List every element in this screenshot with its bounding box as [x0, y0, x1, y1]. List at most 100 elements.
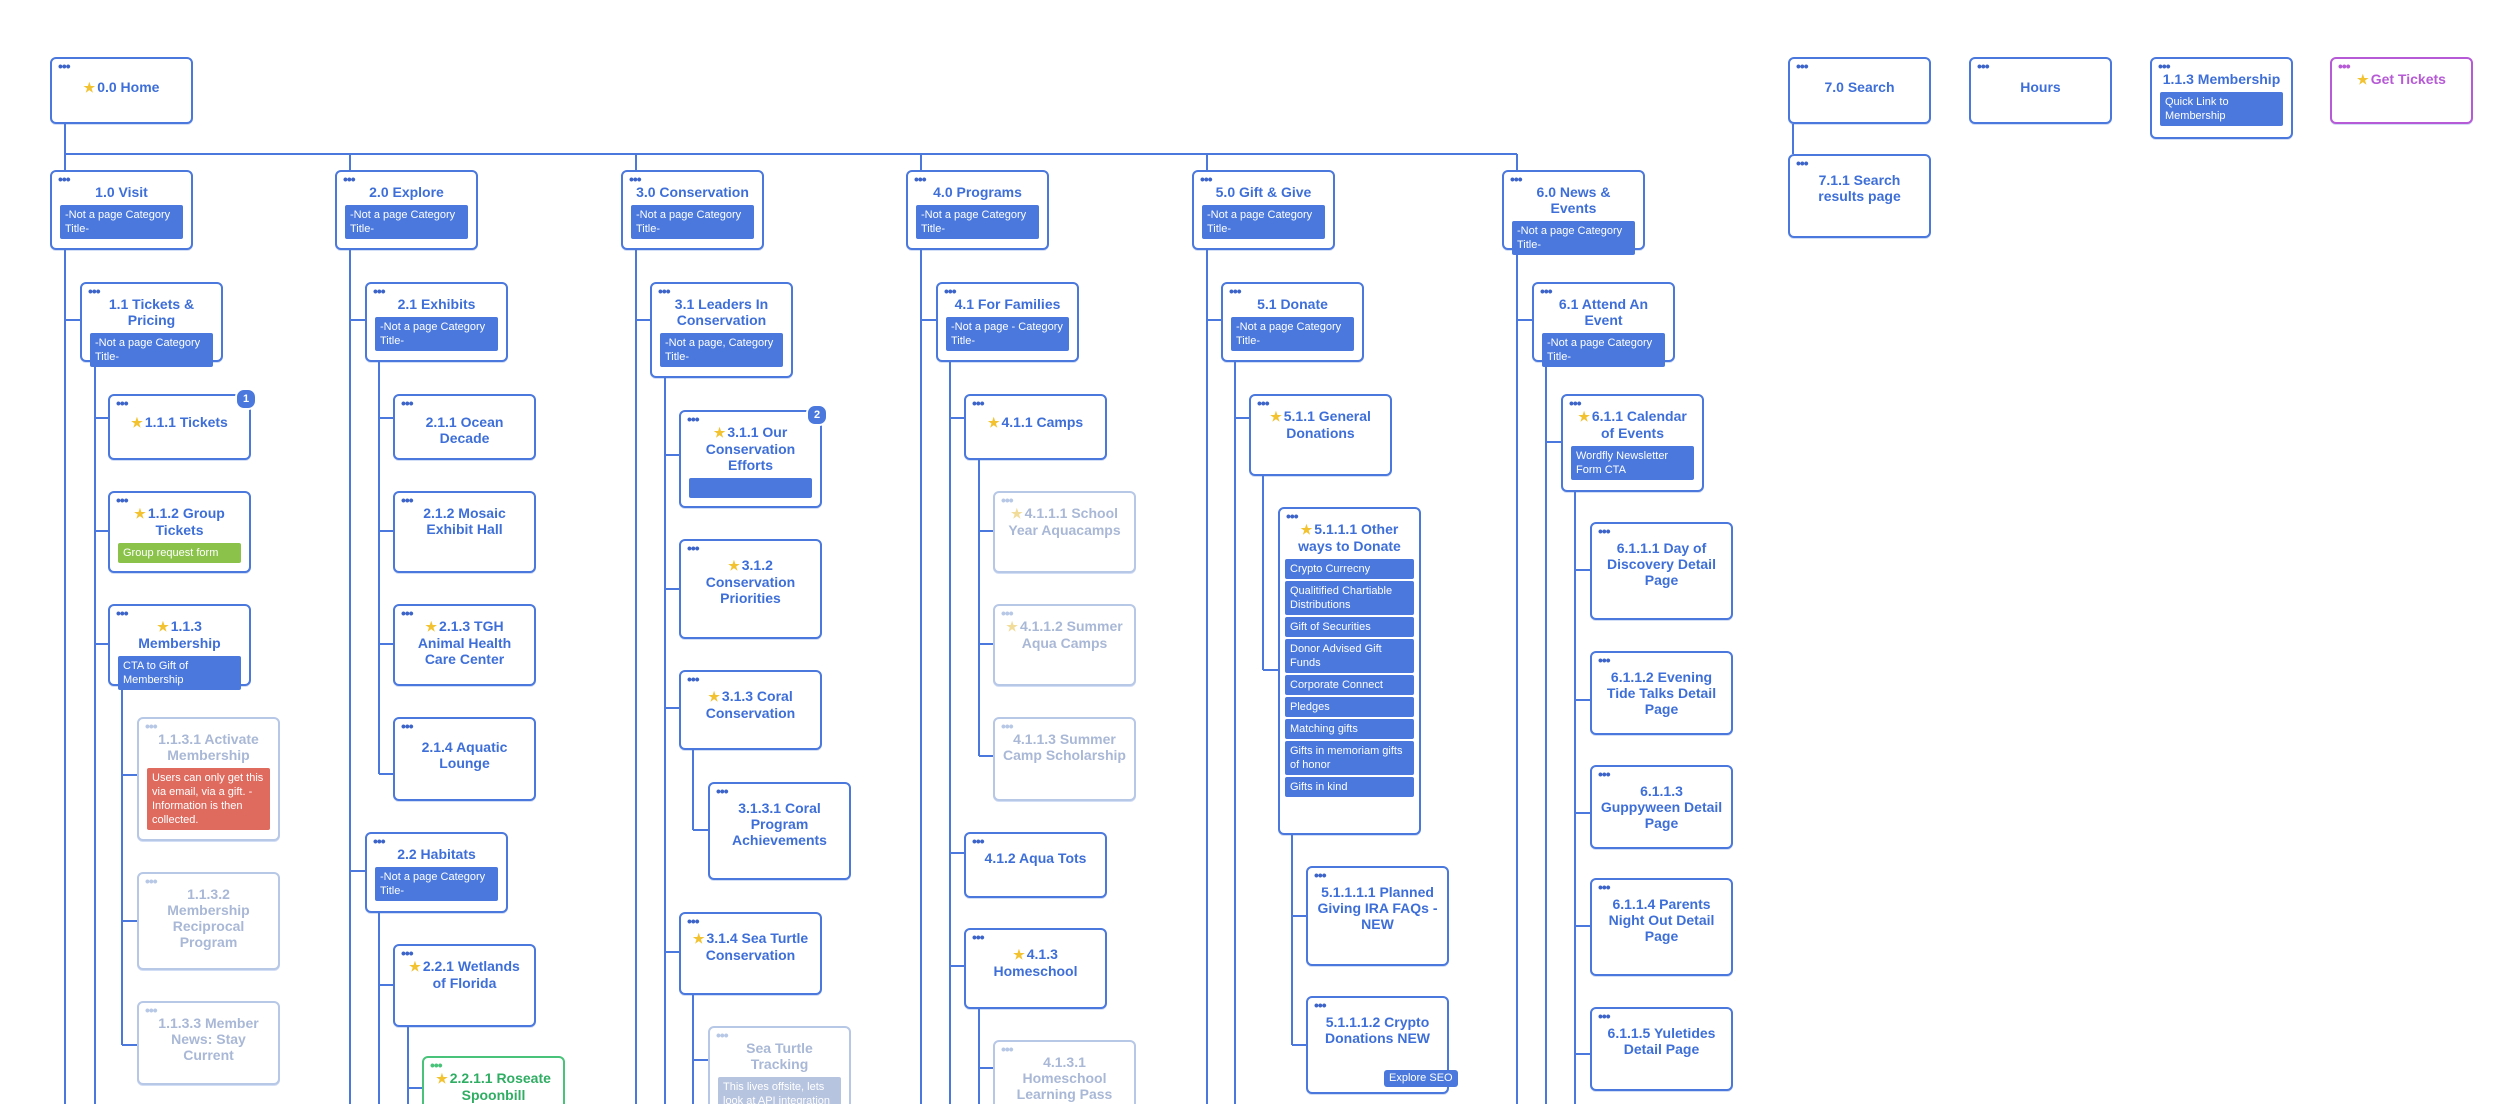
more-options-icon[interactable]: •••: [1314, 997, 1327, 1013]
node-guppyween[interactable]: ••• 6.1.1.3 Guppyween Detail Page: [1590, 765, 1733, 849]
node-visit[interactable]: ••• 1.0 Visit -Not a page Category Title…: [50, 170, 193, 250]
more-options-icon[interactable]: •••: [401, 492, 414, 508]
more-options-icon[interactable]: •••: [1598, 1008, 1611, 1024]
node-yuletides[interactable]: ••• 6.1.1.5 Yuletides Detail Page: [1590, 1007, 1733, 1091]
more-options-icon[interactable]: •••: [401, 605, 414, 621]
node-mosaic[interactable]: ••• 2.1.2 Mosaic Exhibit Hall: [393, 491, 536, 573]
more-options-icon[interactable]: •••: [1598, 523, 1611, 539]
node-summer-aqua-camps[interactable]: ••• ★4.1.1.2 Summer Aqua Camps: [993, 604, 1136, 686]
node-aqua-tots[interactable]: ••• 4.1.2 Aqua Tots: [964, 832, 1107, 898]
more-options-icon[interactable]: •••: [972, 833, 985, 849]
node-priorities[interactable]: ••• ★3.1.2 Conservation Priorities: [679, 539, 822, 639]
node-group-tickets[interactable]: ••• ★1.1.2 Group Tickets Group request f…: [108, 491, 251, 573]
more-options-icon[interactable]: •••: [401, 945, 414, 961]
node-for-families[interactable]: ••• 4.1 For Families -Not a page - Categ…: [936, 282, 1079, 362]
node-search[interactable]: ••• 7.0 Search: [1788, 57, 1931, 124]
more-options-icon[interactable]: •••: [1598, 766, 1611, 782]
more-options-icon[interactable]: •••: [944, 283, 957, 299]
more-options-icon[interactable]: •••: [1598, 879, 1611, 895]
more-options-icon[interactable]: •••: [1569, 395, 1582, 411]
node-evening-tide[interactable]: ••• 6.1.1.2 Evening Tide Talks Detail Pa…: [1590, 651, 1733, 735]
node-activate-membership[interactable]: ••• 1.1.3.1 Activate Membership Users ca…: [137, 717, 280, 841]
node-get-tickets[interactable]: ••• ★Get Tickets: [2330, 57, 2473, 124]
node-member-news[interactable]: ••• 1.1.3.3 Member News: Stay Current: [137, 1001, 280, 1085]
more-options-icon[interactable]: •••: [2338, 58, 2351, 74]
more-options-icon[interactable]: •••: [914, 171, 927, 187]
node-tickets-pricing[interactable]: ••• 1.1 Tickets & Pricing -Not a page Ca…: [80, 282, 223, 367]
comment-count-badge[interactable]: 2: [806, 404, 828, 426]
node-sea-turtle-tracking[interactable]: ••• Sea Turtle Tracking This lives offsi…: [708, 1026, 851, 1104]
more-options-icon[interactable]: •••: [373, 833, 386, 849]
node-homeschool[interactable]: ••• ★4.1.3 Homeschool: [964, 928, 1107, 1009]
more-options-icon[interactable]: •••: [687, 913, 700, 929]
more-options-icon[interactable]: •••: [2158, 58, 2171, 74]
node-membership-quicklink[interactable]: ••• 1.1.3 Membership Quick Link to Membe…: [2150, 57, 2293, 139]
more-options-icon[interactable]: •••: [716, 1027, 729, 1043]
node-aquatic-lounge[interactable]: ••• 2.1.4 Aquatic Lounge: [393, 717, 536, 801]
node-parents-night-out[interactable]: ••• 6.1.1.4 Parents Night Out Detail Pag…: [1590, 878, 1733, 976]
more-options-icon[interactable]: •••: [687, 671, 700, 687]
explore-seo-tag[interactable]: Explore SEO: [1384, 1070, 1458, 1087]
node-school-year-aquacamps[interactable]: ••• ★4.1.1.1 School Year Aquacamps: [993, 491, 1136, 573]
more-options-icon[interactable]: •••: [1200, 171, 1213, 187]
node-gift-give[interactable]: ••• 5.0 Gift & Give -Not a page Category…: [1192, 170, 1335, 250]
more-options-icon[interactable]: •••: [1001, 605, 1014, 621]
more-options-icon[interactable]: •••: [116, 395, 129, 411]
more-options-icon[interactable]: •••: [116, 492, 129, 508]
node-day-of-discovery[interactable]: ••• 6.1.1.1 Day of Discovery Detail Page: [1590, 522, 1733, 620]
more-options-icon[interactable]: •••: [687, 411, 700, 427]
more-options-icon[interactable]: •••: [1796, 155, 1809, 171]
node-summer-camp-scholarship[interactable]: ••• 4.1.1.3 Summer Camp Scholarship: [993, 717, 1136, 801]
more-options-icon[interactable]: •••: [629, 171, 642, 187]
node-coral[interactable]: ••• ★3.1.3 Coral Conservation: [679, 670, 822, 750]
node-tgh[interactable]: ••• ★2.1.3 TGH Animal Health Care Center: [393, 604, 536, 686]
node-attend-event[interactable]: ••• 6.1 Attend An Event -Not a page Cate…: [1532, 282, 1675, 367]
node-leaders[interactable]: ••• 3.1 Leaders In Conservation -Not a p…: [650, 282, 793, 378]
more-options-icon[interactable]: •••: [1977, 58, 1990, 74]
node-homeschool-learning-pass[interactable]: ••• 4.1.3.1 Homeschool Learning Pass: [993, 1040, 1136, 1104]
node-general-donations[interactable]: ••• ★5.1.1 General Donations: [1249, 394, 1392, 476]
more-options-icon[interactable]: •••: [145, 873, 158, 889]
more-options-icon[interactable]: •••: [1796, 58, 1809, 74]
node-hours[interactable]: ••• Hours: [1969, 57, 2112, 124]
more-options-icon[interactable]: •••: [58, 58, 71, 74]
more-options-icon[interactable]: •••: [1257, 395, 1270, 411]
node-conservation[interactable]: ••• 3.0 Conservation -Not a page Categor…: [621, 170, 764, 250]
more-options-icon[interactable]: •••: [972, 929, 985, 945]
node-search-results[interactable]: ••• 7.1.1 Search results page: [1788, 154, 1931, 238]
more-options-icon[interactable]: •••: [1286, 508, 1299, 524]
node-tickets[interactable]: ••• ★1.1.1 Tickets 1: [108, 388, 257, 460]
more-options-icon[interactable]: •••: [401, 718, 414, 734]
more-options-icon[interactable]: •••: [1229, 283, 1242, 299]
more-options-icon[interactable]: •••: [343, 171, 356, 187]
more-options-icon[interactable]: •••: [1001, 718, 1014, 734]
node-home[interactable]: ••• ★0.0 Home: [50, 57, 193, 124]
more-options-icon[interactable]: •••: [972, 395, 985, 411]
more-options-icon[interactable]: •••: [430, 1057, 443, 1073]
more-options-icon[interactable]: •••: [687, 540, 700, 556]
comment-count-badge[interactable]: 1: [235, 388, 257, 410]
node-membership[interactable]: ••• ★1.1.3 Membership CTA to Gift of Mem…: [108, 604, 251, 690]
node-programs[interactable]: ••• 4.0 Programs -Not a page Category Ti…: [906, 170, 1049, 250]
more-options-icon[interactable]: •••: [1540, 283, 1553, 299]
more-options-icon[interactable]: •••: [401, 395, 414, 411]
node-donate[interactable]: ••• 5.1 Donate -Not a page Category Titl…: [1221, 282, 1364, 362]
more-options-icon[interactable]: •••: [58, 171, 71, 187]
node-sea-turtle[interactable]: ••• ★3.1.4 Sea Turtle Conservation: [679, 912, 822, 995]
more-options-icon[interactable]: •••: [1001, 492, 1014, 508]
more-options-icon[interactable]: •••: [373, 283, 386, 299]
node-planned-giving[interactable]: ••• 5.1.1.1.1 Planned Giving IRA FAQs - …: [1306, 866, 1449, 966]
node-explore[interactable]: ••• 2.0 Explore -Not a page Category Tit…: [335, 170, 478, 250]
node-camps[interactable]: ••• ★4.1.1 Camps: [964, 394, 1107, 460]
node-ocean-decade[interactable]: ••• 2.1.1 Ocean Decade: [393, 394, 536, 460]
node-membership-reciprocal[interactable]: ••• 1.1.3.2 Membership Reciprocal Progra…: [137, 872, 280, 970]
node-news-events[interactable]: ••• 6.0 News & Events -Not a page Catego…: [1502, 170, 1645, 255]
node-habitats[interactable]: ••• 2.2 Habitats -Not a page Category Ti…: [365, 832, 508, 913]
more-options-icon[interactable]: •••: [145, 718, 158, 734]
node-exhibits[interactable]: ••• 2.1 Exhibits -Not a page Category Ti…: [365, 282, 508, 362]
more-options-icon[interactable]: •••: [1510, 171, 1523, 187]
node-roseate-spoonbill[interactable]: ••• ★2.2.1.1 Roseate Spoonbill: [422, 1056, 565, 1104]
more-options-icon[interactable]: •••: [716, 783, 729, 799]
node-calendar-of-events[interactable]: ••• ★6.1.1 Calendar of Events Wordfly Ne…: [1561, 394, 1704, 492]
node-other-ways-to-donate[interactable]: ••• ★5.1.1.1 Other ways to Donate Crypto…: [1278, 507, 1421, 835]
